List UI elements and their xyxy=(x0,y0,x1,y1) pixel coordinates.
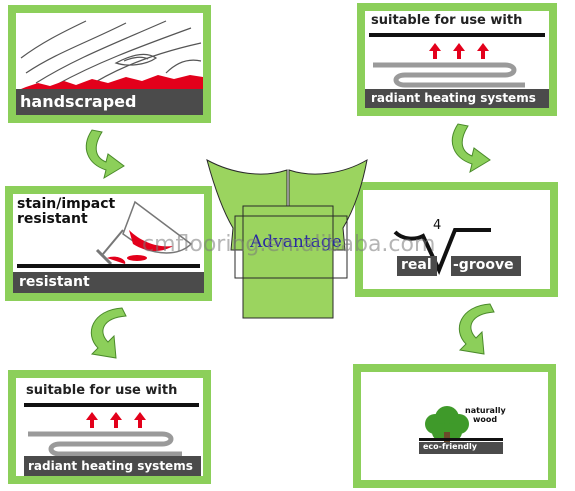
stain-bar-label: resistant xyxy=(19,274,90,290)
wine-glass-icon xyxy=(95,200,193,266)
groove-bar-right: -groove xyxy=(451,256,521,276)
heating-pipe xyxy=(28,431,182,457)
eco-bar-label: eco-friendly xyxy=(423,442,477,451)
groove-bar-left: real xyxy=(397,256,437,276)
arrow-down-right-top xyxy=(451,123,491,174)
eco-tag-line1: naturally xyxy=(465,406,506,415)
stain-bar: resistant xyxy=(13,272,204,293)
panel-groove: 4 real -groove xyxy=(355,182,558,297)
stain-title-line1: stain/impact xyxy=(17,196,116,212)
scraped-wood-illustration xyxy=(16,20,203,93)
panel-handscraped-inner: handscraped xyxy=(16,13,203,115)
panel-groove-inner: 4 real -groove xyxy=(363,190,550,289)
heat-arrows-icon xyxy=(373,43,525,88)
radiant-top-bar: radiant heating systems xyxy=(365,89,549,108)
watermark: cmflooring.en.alibaba.com xyxy=(142,232,436,257)
center-advantage-label: Advantage xyxy=(250,232,342,252)
handscraped-bar: handscraped xyxy=(16,89,203,115)
radiant-bottom-title: suitable for use with xyxy=(26,383,178,398)
panel-radiant-bottom-inner: suitable for use with radiant heating sy… xyxy=(16,378,203,476)
eco-bar: eco-friendly xyxy=(419,442,503,454)
floor-line xyxy=(419,438,503,441)
red-scrape-edge xyxy=(16,75,203,93)
panel-stain-inner: stain/impact resistant resistant xyxy=(13,194,204,293)
heat-arrows-icon xyxy=(28,412,182,457)
radiant-top-title: suitable for use with xyxy=(371,13,523,28)
heating-pipe xyxy=(373,62,525,88)
groove-number: 4 xyxy=(433,218,442,233)
panel-eco-inner: naturally wood eco-friendly xyxy=(361,372,548,480)
arrow-down-left-top xyxy=(85,129,125,180)
floor-line xyxy=(369,33,545,37)
eco-tag-line2: wood xyxy=(473,415,498,424)
panel-radiant-bottom: suitable for use with radiant heating sy… xyxy=(8,370,211,484)
panel-radiant-top: suitable for use with radiant heating sy… xyxy=(357,3,557,116)
floor-line xyxy=(17,264,200,268)
stain-title-line2: resistant xyxy=(17,211,88,227)
arrow-down-right-mid xyxy=(458,303,495,355)
tree-icon xyxy=(425,406,469,450)
radiant-bottom-bar-label: radiant heating systems xyxy=(28,459,193,473)
panel-stain: stain/impact resistant resistant xyxy=(5,186,212,301)
groove-left-label: real xyxy=(401,257,432,273)
center-advantage-shape xyxy=(206,159,368,319)
handscraped-label: handscraped xyxy=(20,92,137,111)
panel-eco: naturally wood eco-friendly xyxy=(353,364,556,488)
radiant-bottom-bar: radiant heating systems xyxy=(24,456,201,476)
panel-handscraped: handscraped xyxy=(8,5,211,123)
radiant-top-bar-label: radiant heating systems xyxy=(371,91,536,105)
groove-right-label: -groove xyxy=(453,257,514,273)
floor-line xyxy=(24,403,199,407)
arrow-down-left-mid xyxy=(90,307,127,359)
panel-radiant-top-inner: suitable for use with radiant heating sy… xyxy=(365,11,549,108)
